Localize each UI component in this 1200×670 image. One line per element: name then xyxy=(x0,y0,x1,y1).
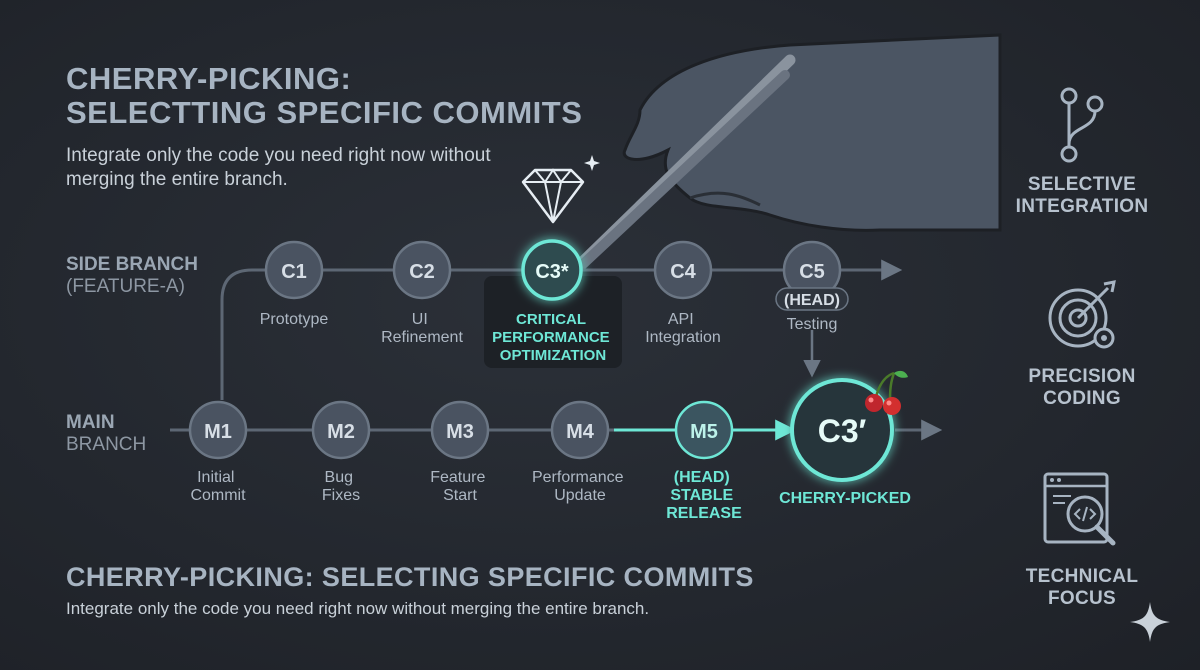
commit-caption: Performance Update xyxy=(532,469,628,504)
main-commit-m2[interactable]: M2 xyxy=(311,400,371,460)
caption-line: API xyxy=(668,311,694,328)
commit-caption: API Integration xyxy=(645,311,721,346)
sparkle-icon xyxy=(584,155,600,171)
tweezer-arm-lower xyxy=(561,70,790,285)
git-branch-icon xyxy=(1060,87,1104,163)
page-title-line-2: SELECTTING SPECIFIC COMMITS xyxy=(66,95,583,130)
commit-caption: Initial Commit xyxy=(190,469,246,504)
commit-id: M5 xyxy=(690,421,718,443)
commit-id: M3 xyxy=(446,421,474,443)
caption-line: Bug xyxy=(325,469,353,486)
hand-shape xyxy=(622,33,1002,232)
commit-caption: Bug Fixes xyxy=(322,469,360,504)
feature-selective-integration: SELECTIVE INTEGRATION xyxy=(992,86,1172,218)
side-commit-c2[interactable]: C2 xyxy=(392,240,452,300)
main-commit-m5-head[interactable]: M5 xyxy=(674,400,734,460)
feature-label: TECHNICAL FOCUS xyxy=(1025,566,1139,609)
caption-line: Performance xyxy=(532,469,624,486)
commit-id: C3* xyxy=(535,261,569,283)
caption-line: Integration xyxy=(645,329,721,346)
commit-id: C4 xyxy=(670,261,696,283)
main-commit-m3[interactable]: M3 xyxy=(430,400,490,460)
main-branch-sub: BRANCH xyxy=(66,434,147,455)
commit-id: C1 xyxy=(281,261,307,283)
head-tag-box xyxy=(775,287,849,311)
commit-id: C5 xyxy=(799,261,825,283)
picked-commit-caption: CHERRY-PICKED xyxy=(779,490,911,507)
caption-line: OPTIMIZATION xyxy=(500,347,606,364)
hand-tweezers-illustration xyxy=(561,33,1002,285)
head-tag: (HEAD) xyxy=(784,292,840,309)
selected-commit-caption: CRITICAL PERFORMANCE OPTIMIZATION xyxy=(492,311,614,364)
page-subtitle: Integrate only the code you need right n… xyxy=(66,145,491,190)
branch-fork-line xyxy=(220,268,295,400)
commit-id: M4 xyxy=(566,421,595,443)
commit-caption: Feature Start xyxy=(430,469,490,504)
caption-line: (HEAD) xyxy=(674,469,730,486)
commit-id: M2 xyxy=(327,421,355,443)
side-commit-c1[interactable]: C1 xyxy=(264,240,324,300)
commit-id: M1 xyxy=(204,421,232,443)
main-commit-m4[interactable]: M4 xyxy=(550,400,610,460)
caption-line: STABLE xyxy=(670,487,733,504)
feature-technical-focus: TECHNICAL FOCUS xyxy=(992,470,1172,610)
footer: CHERRY-PICKING: SELECTING SPECIFIC COMMI… xyxy=(66,562,754,619)
finger-crease xyxy=(689,191,761,207)
sparkle-star-icon xyxy=(1130,602,1170,642)
caption-line: Feature xyxy=(430,469,485,486)
caption-line: Start xyxy=(443,487,477,504)
main-commit-m1[interactable]: M1 xyxy=(188,400,248,460)
side-branch-name: SIDE BRANCH xyxy=(66,254,198,275)
caption-line: PERFORMANCE xyxy=(492,329,610,346)
footer-subtitle: Integrate only the code you need right n… xyxy=(66,599,650,618)
feature-label: PRECISION CODING xyxy=(1028,366,1136,409)
main-branch-name: MAIN xyxy=(66,412,115,433)
caption-line: CRITICAL xyxy=(516,311,586,328)
caption-line: RELEASE xyxy=(666,505,742,522)
caption-line: Refinement xyxy=(381,329,463,346)
caption-line: Fixes xyxy=(322,487,360,504)
caption-line: Initial xyxy=(197,469,234,486)
caption-line: Update xyxy=(554,487,606,504)
commit-id: C3′ xyxy=(818,413,867,449)
header: CHERRY-PICKING: SELECTTING SPECIFIC COMM… xyxy=(66,62,582,192)
side-branch-sub: (FEATURE-A) xyxy=(66,276,185,297)
page-title-line-1: CHERRY-PICKING: xyxy=(66,61,352,96)
cherry-icon xyxy=(865,370,908,415)
diamond-icon xyxy=(521,168,585,224)
selected-commit-panel xyxy=(484,276,622,368)
commit-id: C2 xyxy=(409,261,435,283)
side-commit-c3-selected[interactable]: C3* xyxy=(521,239,583,301)
side-commit-c5[interactable]: C5 xyxy=(782,240,842,300)
main-branch-label: MAIN BRANCH xyxy=(66,412,146,456)
feature-precision-coding: PRECISION CODING xyxy=(992,276,1172,410)
feature-label: SELECTIVE INTEGRATION xyxy=(1015,174,1149,217)
side-branch-label: SIDE BRANCH (FEATURE-A) xyxy=(66,254,198,298)
commit-caption: UI Refinement xyxy=(381,311,463,346)
commit-caption: Prototype xyxy=(260,311,329,328)
target-gear-icon xyxy=(1048,280,1116,349)
commit-caption: Testing xyxy=(787,316,838,333)
head-commit-caption: (HEAD) STABLE RELEASE xyxy=(666,469,742,522)
caption-line: UI xyxy=(412,311,428,328)
code-magnifier-icon xyxy=(1043,472,1116,546)
caption-line: Commit xyxy=(190,487,246,504)
side-commit-c4[interactable]: C4 xyxy=(653,240,713,300)
footer-title: CHERRY-PICKING: SELECTING SPECIFIC COMMI… xyxy=(66,562,754,592)
